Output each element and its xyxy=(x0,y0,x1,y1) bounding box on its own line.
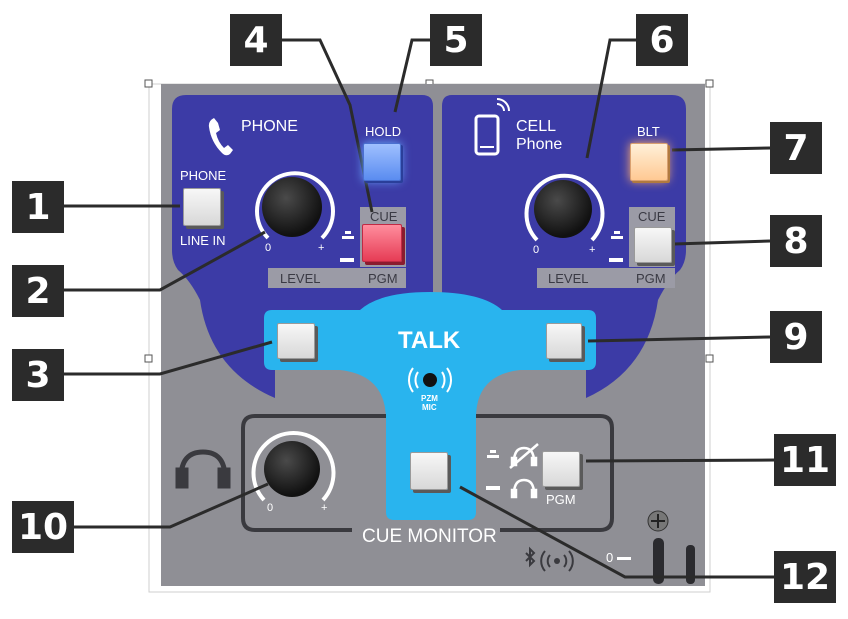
fader-icon xyxy=(617,510,695,584)
callout-4: 4 xyxy=(230,14,282,66)
bluetooth-icon xyxy=(525,546,536,568)
blt-button[interactable] xyxy=(630,143,668,181)
leader-11 xyxy=(585,458,777,463)
cell-cue-pgm-button[interactable] xyxy=(634,227,672,263)
cue-monitor-knob-min-label: 0 xyxy=(267,502,274,514)
cell-level-label: LEVEL xyxy=(548,271,589,286)
cell-title-line2: Phone xyxy=(516,136,563,153)
cell-knob-arc xyxy=(524,173,605,242)
cell-knob-max-label: + xyxy=(589,244,596,256)
phone-knob-arc xyxy=(255,171,335,240)
leader-9 xyxy=(587,335,771,343)
callout-2: 2 xyxy=(12,265,64,317)
leader-8 xyxy=(673,239,771,246)
hold-button[interactable] xyxy=(363,143,401,181)
phone-level-label: LEVEL xyxy=(280,271,321,286)
leader-6 xyxy=(585,38,646,159)
monitor-mode-dashes xyxy=(486,450,500,490)
wireless-icon xyxy=(540,550,574,572)
cell-level-dashes xyxy=(609,231,623,262)
cell-section-bg xyxy=(442,95,686,398)
cell-level-knob[interactable] xyxy=(534,180,592,238)
headphones-muted-icon xyxy=(509,443,539,469)
mic-label: MIC xyxy=(422,403,437,412)
pzm-label: PZM xyxy=(421,394,438,403)
phone-knob-min-label: 0 xyxy=(265,242,272,254)
headphones-icon xyxy=(510,478,538,499)
phone-title: PHONE xyxy=(241,118,298,135)
leader-lines xyxy=(62,38,777,579)
leader-4 xyxy=(282,38,374,213)
phone-line-in-button[interactable] xyxy=(183,188,221,226)
cue-monitor-headphones-icon xyxy=(175,449,231,489)
phone-cue-label: CUE xyxy=(370,209,398,224)
callout-12: 12 xyxy=(774,551,836,603)
phone-source-top-label: PHONE xyxy=(180,168,227,183)
talk-section-bg xyxy=(264,292,596,520)
talk-phone-button[interactable] xyxy=(277,323,315,359)
talk-cell-button[interactable] xyxy=(546,323,582,359)
cell-knob-min-label: 0 xyxy=(533,244,540,256)
blt-label: BLT xyxy=(637,124,660,139)
cell-title-line1: CELL xyxy=(516,118,557,135)
phone-source-bottom-label: LINE IN xyxy=(180,233,226,248)
cell-level-strip xyxy=(537,268,675,288)
phone-level-knob[interactable] xyxy=(262,177,322,237)
phone-cue-pgm-button[interactable] xyxy=(362,224,402,262)
phone-handset-icon xyxy=(208,118,233,156)
monitor-knob-arc xyxy=(251,430,336,502)
talk-monitor-button[interactable] xyxy=(410,452,448,490)
phone-level-strip xyxy=(268,268,406,288)
leader-10 xyxy=(72,482,269,529)
cue-monitor-knob-max-label: + xyxy=(321,502,328,514)
hold-label: HOLD xyxy=(365,124,402,139)
callout-8: 8 xyxy=(770,215,822,267)
cue-monitor-outline xyxy=(241,414,614,532)
callout-9: 9 xyxy=(770,311,822,363)
callout-5: 5 xyxy=(430,14,482,66)
callout-1: 1 xyxy=(12,181,64,233)
phone-pgm-label: PGM xyxy=(368,271,398,286)
phone-knob-max-label: + xyxy=(318,242,325,254)
callout-11: 11 xyxy=(774,434,836,486)
callout-10: 10 xyxy=(12,501,74,553)
leader-7 xyxy=(671,146,771,152)
leader-3 xyxy=(62,340,273,376)
cellphone-icon xyxy=(474,98,510,156)
talk-title: TALK xyxy=(398,327,461,354)
callout-6: 6 xyxy=(636,14,688,66)
fader-zero-label: 0 xyxy=(606,550,614,565)
cue-monitor-title: CUE MONITOR xyxy=(362,526,497,547)
cue-monitor-pgm-label: PGM xyxy=(546,492,576,507)
callout-3: 3 xyxy=(12,349,64,401)
cell-cue-label: CUE xyxy=(638,209,666,224)
leader-2 xyxy=(62,230,266,292)
cue-monitor-pgm-button[interactable] xyxy=(542,451,580,487)
cue-monitor-level-knob[interactable] xyxy=(264,441,320,497)
leader-5 xyxy=(393,38,432,113)
pzm-mic-icon xyxy=(408,367,452,393)
cell-pgm-label: PGM xyxy=(636,271,666,286)
callout-7: 7 xyxy=(770,122,822,174)
leader-12 xyxy=(459,485,776,579)
phone-level-dashes xyxy=(340,231,354,262)
